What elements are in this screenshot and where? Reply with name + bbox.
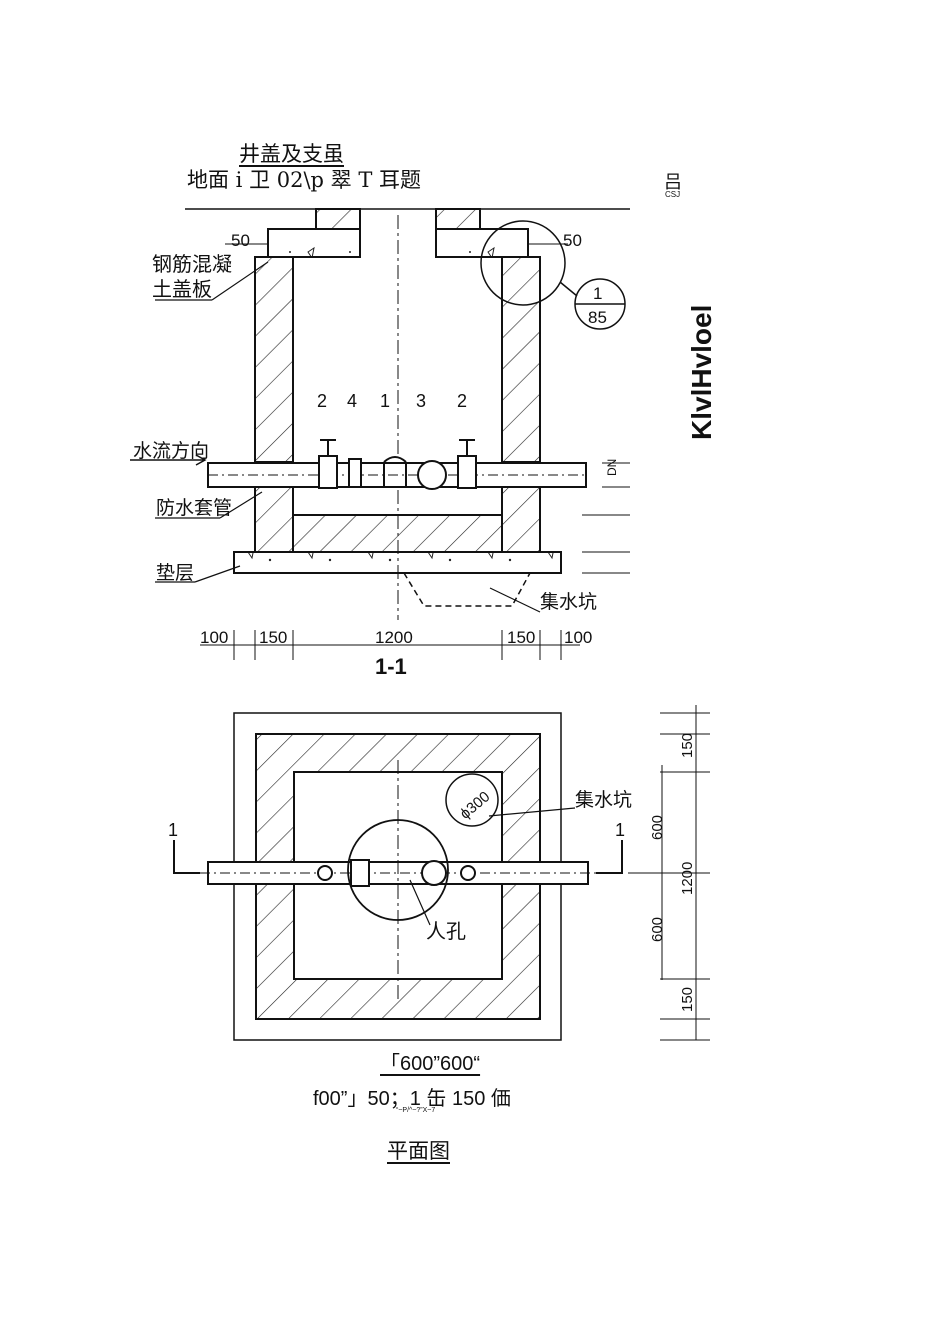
detail-circle [480, 220, 566, 306]
cover-slab-left [267, 228, 361, 258]
joint-4 [348, 458, 362, 488]
part-no-right-2: 2 [457, 391, 467, 411]
cover-neck-left [315, 208, 361, 230]
plan-title: 平面图 [387, 1139, 450, 1163]
section-view [130, 208, 630, 660]
plan-walls [255, 733, 541, 1020]
wall-left-upper [254, 256, 294, 463]
label-flow-direction: 水流方向 [133, 440, 209, 462]
plan-label-manhole: 人孔 [426, 919, 466, 943]
label-waterproof-sleeve: 防水套管 [156, 497, 232, 519]
plan-valve-left [317, 865, 333, 881]
part-no-3: 3 [416, 391, 426, 411]
dim-top-left: 50 [231, 231, 250, 250]
part-no-left-2: 2 [317, 391, 327, 411]
dim-bottom-100-right: 100 [564, 628, 592, 647]
wall-right-upper [501, 256, 541, 463]
label-cover-1: 钢筋混凝 [152, 252, 232, 276]
plan-dim-1200: 1200 [679, 862, 696, 895]
sump-pit-outline [403, 572, 531, 607]
detail-ref-top: 1 [593, 284, 602, 303]
fitting-1 [383, 456, 407, 488]
plan-dim-150-top: 150 [679, 733, 696, 758]
drawing-title-line1: 井盖及支虽 [239, 142, 344, 166]
cut-mark-left: 1 [168, 820, 178, 840]
part-no-1: 1 [380, 391, 390, 411]
manhole-circle [347, 819, 449, 921]
corner-glyph: 吕 [664, 172, 682, 193]
plan-caption-small: “~P/^~?”X~7 [396, 1107, 436, 1114]
dim-bottom-100-left: 100 [200, 628, 228, 647]
fitting-3 [417, 460, 447, 490]
plan-label-sump: 集水坑 [575, 789, 632, 811]
dim-bottom-150-right: 150 [507, 628, 535, 647]
valve-left [318, 455, 338, 489]
wall-right-lower [501, 485, 541, 553]
plan-dim-600-bottom: 600 [649, 917, 666, 942]
dim-bottom-1200: 1200 [375, 628, 413, 647]
section-title: 1-1 [375, 654, 407, 679]
valve-right [457, 455, 477, 489]
cut-mark-right: 1 [615, 820, 625, 840]
pipe-label-dn: DN [605, 459, 619, 476]
label-sump: 集水坑 [540, 591, 597, 613]
plan-dim-600-top: 600 [649, 815, 666, 840]
part-no-4: 4 [347, 391, 357, 411]
plan-dim-150-bottom: 150 [679, 987, 696, 1012]
dim-bottom-150-left: 150 [259, 628, 287, 647]
plan-sump-circle [445, 773, 499, 827]
plan-view [173, 705, 710, 1041]
dim-top-right: 50 [563, 231, 582, 250]
plan-caption-line1: 「600”600“ [380, 1053, 481, 1075]
plan-fitting-3 [421, 860, 447, 886]
label-bedding: 垫层 [156, 562, 194, 584]
wall-left-lower [254, 485, 294, 553]
plan-valve-right [460, 865, 476, 881]
plan-caption-line2: f00”」50；1 缶 150 価 [313, 1088, 511, 1110]
cover-neck-right [435, 208, 481, 230]
drawing-title-line2: 地面 i 卫 02\p 翠 T 耳题 [187, 168, 422, 192]
plan-label-sump-dia: ϕ300 [457, 788, 494, 823]
label-cover-2: 土盖板 [152, 277, 212, 301]
corner-small-text: CSJ [665, 190, 681, 199]
detail-ref-bottom: 85 [588, 308, 607, 327]
